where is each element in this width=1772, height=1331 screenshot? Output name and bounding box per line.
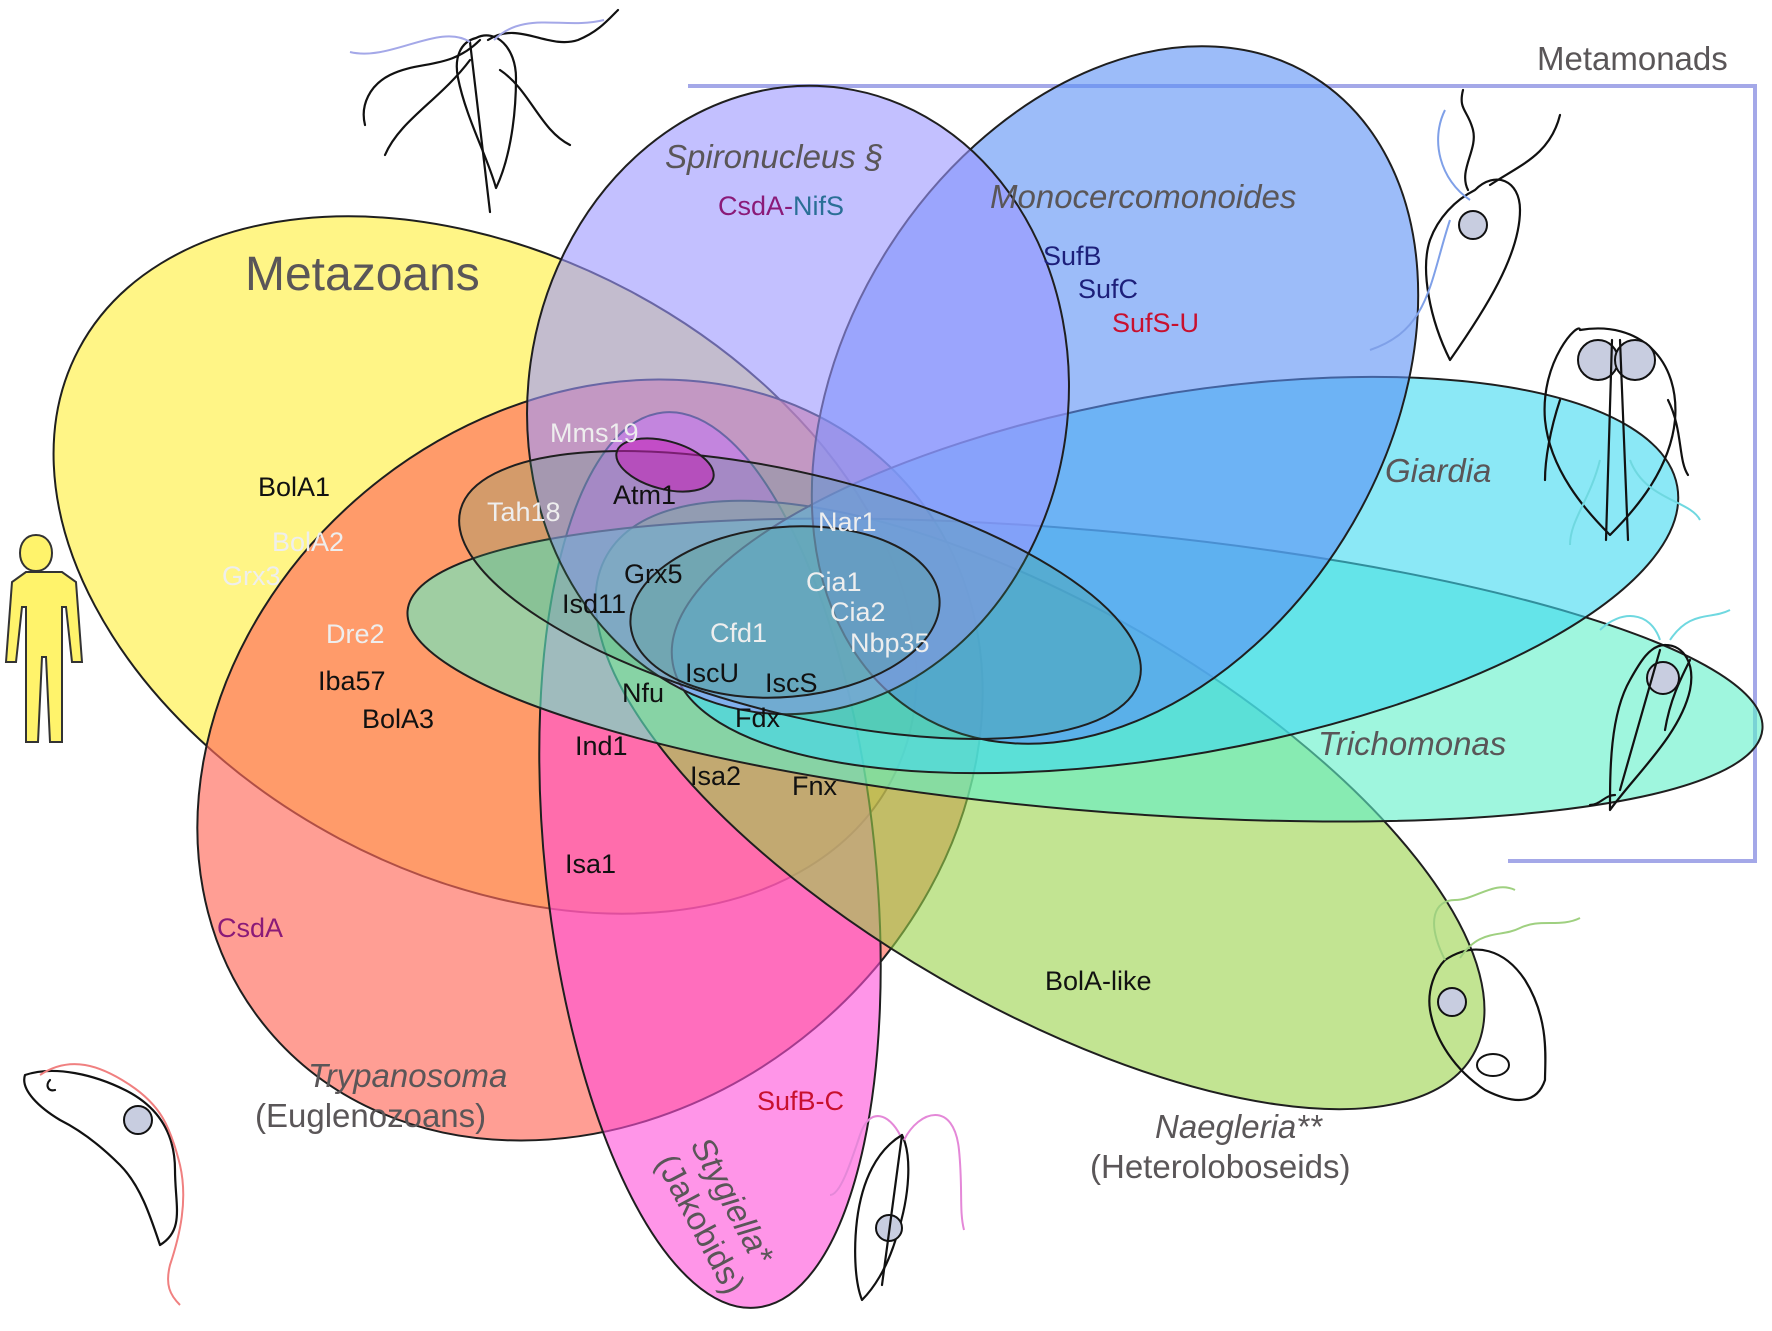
label-euglenozoans: (Euglenozoans): [255, 1097, 486, 1134]
gene-tah18: Tah18: [487, 497, 561, 527]
gene-isd11: Isd11: [562, 589, 626, 619]
gene-dre2: Dre2: [326, 619, 385, 649]
label-naegleria: Naegleria**: [1155, 1108, 1323, 1145]
gene-csda-nifs: CsdA-NifS: [718, 191, 844, 221]
gene-fnx: Fnx: [792, 771, 838, 801]
gene-sufb-c: SufB-C: [757, 1086, 844, 1116]
gene-bola2: BolA2: [272, 527, 344, 557]
stygiella-organism-icon: [829, 1114, 965, 1302]
gene-iba57: Iba57: [318, 666, 386, 696]
gene-nbp35: Nbp35: [850, 628, 930, 658]
gene-fdx: Fdx: [735, 703, 781, 733]
label-trichomonas: Trichomonas: [1318, 725, 1506, 762]
trichomonas-organism-icon: [1588, 609, 1731, 812]
set-core-overlap: [458, 450, 1142, 740]
set-spironucleus: [526, 84, 1070, 716]
gene-mms19: Mms19: [550, 418, 639, 448]
gene-cia2: Cia2: [830, 597, 886, 627]
gene-bola3: BolA3: [362, 704, 434, 734]
gene-nifs-part: NifS: [793, 191, 844, 221]
label-metazoans: Metazoans: [245, 248, 480, 301]
label-metamonads: Metamonads: [1537, 40, 1728, 77]
gene-sufc: SufC: [1078, 274, 1138, 304]
gene-csda-part: CsdA: [718, 191, 784, 221]
gene-cia1: Cia1: [806, 567, 862, 597]
gene-sufb: SufB: [1043, 241, 1102, 271]
label-spironucleus: Spironucleus §: [665, 138, 883, 175]
gene-sufs-u: SufS-U: [1112, 308, 1199, 338]
gene-grx5: Grx5: [624, 559, 683, 589]
gene-dash: -: [784, 191, 793, 221]
label-giardia: Giardia: [1385, 452, 1491, 489]
gene-nfu: Nfu: [622, 678, 664, 708]
gene-isa2: Isa2: [690, 761, 741, 791]
gene-cfd1: Cfd1: [710, 618, 767, 648]
gene-iscs: IscS: [765, 668, 818, 698]
naegleria-organism-icon: [1428, 886, 1581, 1102]
trypanosoma-organism-icon: [23, 1063, 185, 1306]
set-inner-lens: [629, 525, 941, 699]
label-trypanosoma: Trypanosoma: [308, 1057, 507, 1094]
gene-iscu: IscU: [685, 658, 739, 688]
gene-bola1: BolA1: [258, 472, 330, 502]
gene-isa1: Isa1: [565, 849, 616, 879]
gene-grx3: Grx3: [222, 561, 281, 591]
giardia-organism-icon: [1543, 327, 1701, 546]
set-atm1-lens: [615, 437, 715, 493]
human-icon: [4, 533, 84, 743]
spironucleus-organism-icon: [349, 8, 620, 214]
label-monocercomonoides: Monocercomonoides: [990, 178, 1296, 215]
gene-csda: CsdA: [217, 913, 283, 943]
label-heteroloboseids: (Heteroloboseids): [1090, 1148, 1350, 1185]
monocercomonoides-organism-icon: [1369, 88, 1562, 362]
gene-labels: CsdA-NifS SufB SufC SufS-U Mms19 Tah18 A…: [217, 191, 1199, 1116]
gene-nar1: Nar1: [818, 507, 877, 537]
gene-ind1: Ind1: [575, 731, 628, 761]
gene-bola-like: BolA-like: [1045, 966, 1152, 996]
gene-atm1: Atm1: [613, 480, 676, 510]
